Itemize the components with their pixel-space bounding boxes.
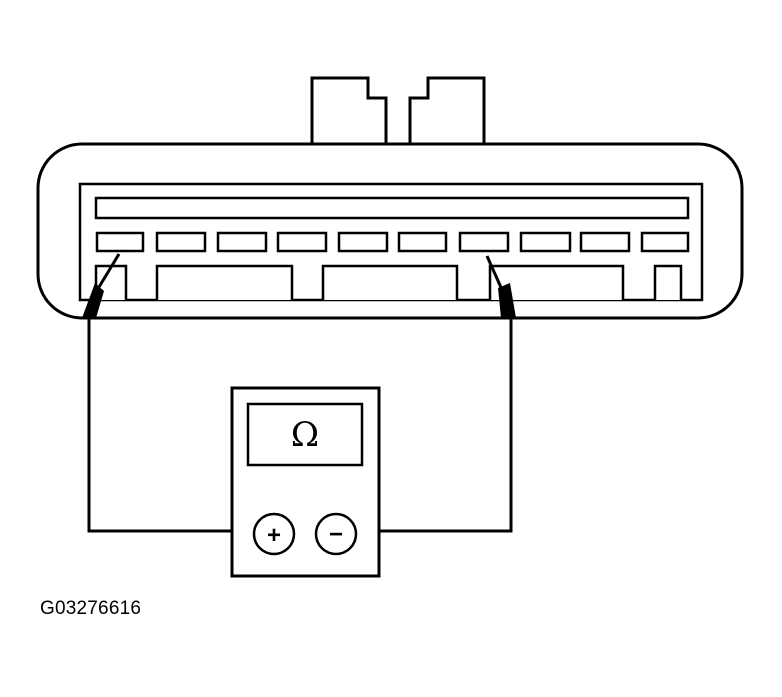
negative-probe-tip [498, 283, 516, 318]
terminal-pin-10 [640, 231, 690, 253]
lower-slot-4 [488, 264, 625, 300]
terminal-pin-8 [519, 231, 572, 253]
negative-jack [314, 512, 358, 556]
ohm-symbol: Ω [291, 415, 319, 455]
negative-jack-label: − [329, 521, 343, 548]
connector-lock-tabs [310, 76, 486, 146]
lock-tab-right [408, 76, 486, 146]
positive-probe [82, 253, 121, 318]
ohmmeter-display [246, 402, 364, 467]
negative-test-lead [355, 304, 513, 533]
positive-jack-label: + [267, 522, 281, 549]
lock-tab-left [310, 76, 388, 146]
negative-probe-shaft [485, 255, 505, 293]
terminal-pin-4 [276, 231, 328, 253]
figure-id: G03276616 [40, 598, 142, 619]
lower-slot-3 [321, 264, 459, 300]
terminal-pin-1 [95, 231, 145, 253]
terminal-row [95, 231, 690, 253]
connector-key-strip [94, 196, 690, 220]
lower-slot-5 [653, 264, 683, 300]
terminal-pin-7 [458, 231, 510, 253]
negative-probe [485, 255, 516, 318]
lower-slot-2 [155, 264, 294, 300]
terminal-pin-3 [216, 231, 268, 253]
positive-probe-shaft [94, 253, 121, 293]
terminal-pin-5 [337, 231, 389, 253]
positive-jack [252, 512, 296, 556]
terminal-pin-6 [397, 231, 448, 253]
terminal-pin-2 [155, 231, 207, 253]
terminal-pin-9 [579, 231, 631, 253]
positive-test-lead [87, 304, 252, 533]
test-leads [87, 304, 513, 533]
positive-probe-tip [82, 283, 104, 318]
ohmmeter: Ω + − [230, 386, 381, 578]
lower-slots [94, 264, 683, 300]
